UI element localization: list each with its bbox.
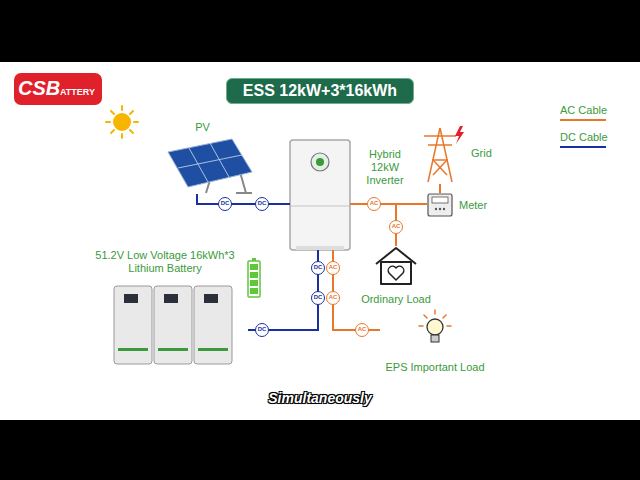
hybrid-inverter: Hybrid 12kW Inverter xyxy=(290,140,350,250)
ac-marker: AC xyxy=(326,291,340,305)
house-icon xyxy=(376,248,416,284)
grid-tower xyxy=(424,128,456,182)
black-bar xyxy=(0,0,640,62)
node-label: Hybrid 12kW Inverter xyxy=(356,148,414,187)
legend-entry: DC Cable xyxy=(560,131,608,144)
node-label: 51.2V Low Voltage 16kWh*3 Lithium Batter… xyxy=(82,249,248,275)
logo-text: CSB xyxy=(18,76,60,100)
cable-connector xyxy=(248,250,318,330)
solar-panel xyxy=(168,139,252,193)
grid-tower: Grid xyxy=(415,122,465,184)
ac-legend-sample xyxy=(560,119,606,121)
node-label: Ordinary Load xyxy=(361,293,431,306)
dc-legend-sample xyxy=(560,146,606,148)
ac-marker: AC xyxy=(389,220,403,234)
inverter-body xyxy=(290,140,350,250)
node-label: Meter xyxy=(459,199,517,212)
energy-meter: Meter xyxy=(427,193,453,217)
dc-marker: DC xyxy=(311,261,325,275)
eps-load: EPS Important Load xyxy=(380,308,490,374)
black-bar xyxy=(0,420,640,480)
dc-marker: DC xyxy=(218,197,232,211)
logo-badge xyxy=(14,73,102,105)
legend-text: DC Cable xyxy=(560,131,608,143)
battery-bank: 51.2V Low Voltage 16kWh*3 Lithium Batter… xyxy=(82,249,248,368)
lightning-bolt xyxy=(455,126,464,144)
dc-marker: DC xyxy=(255,323,269,337)
title-banner: ESS 12kW+3*16kWh xyxy=(226,78,414,104)
legend-entry: AC Cable xyxy=(560,104,607,117)
ac-marker: AC xyxy=(355,323,369,337)
logo-text: ATTERY xyxy=(60,87,95,98)
sun-icon xyxy=(106,106,138,138)
ac-marker: AC xyxy=(367,197,381,211)
cable-connector xyxy=(333,250,380,330)
node-label: EPS Important Load xyxy=(385,361,484,374)
meter-icon xyxy=(428,194,452,216)
subtitle-caption: Simultaneously xyxy=(220,389,420,407)
dc-marker: DC xyxy=(255,197,269,211)
pv-array: PV xyxy=(150,121,255,194)
battery-level-icon xyxy=(248,258,260,297)
battery-cabinets xyxy=(114,286,232,364)
node-label: PV xyxy=(195,121,210,134)
ac-marker: AC xyxy=(326,261,340,275)
cable-connector xyxy=(197,194,290,204)
legend-text: AC Cable xyxy=(560,104,607,116)
ordinary-load: Ordinary Load xyxy=(351,246,441,306)
dc-marker: DC xyxy=(311,291,325,305)
cable-connector xyxy=(439,184,441,193)
node-label: Grid xyxy=(471,147,529,160)
bulb-icon xyxy=(419,310,451,342)
